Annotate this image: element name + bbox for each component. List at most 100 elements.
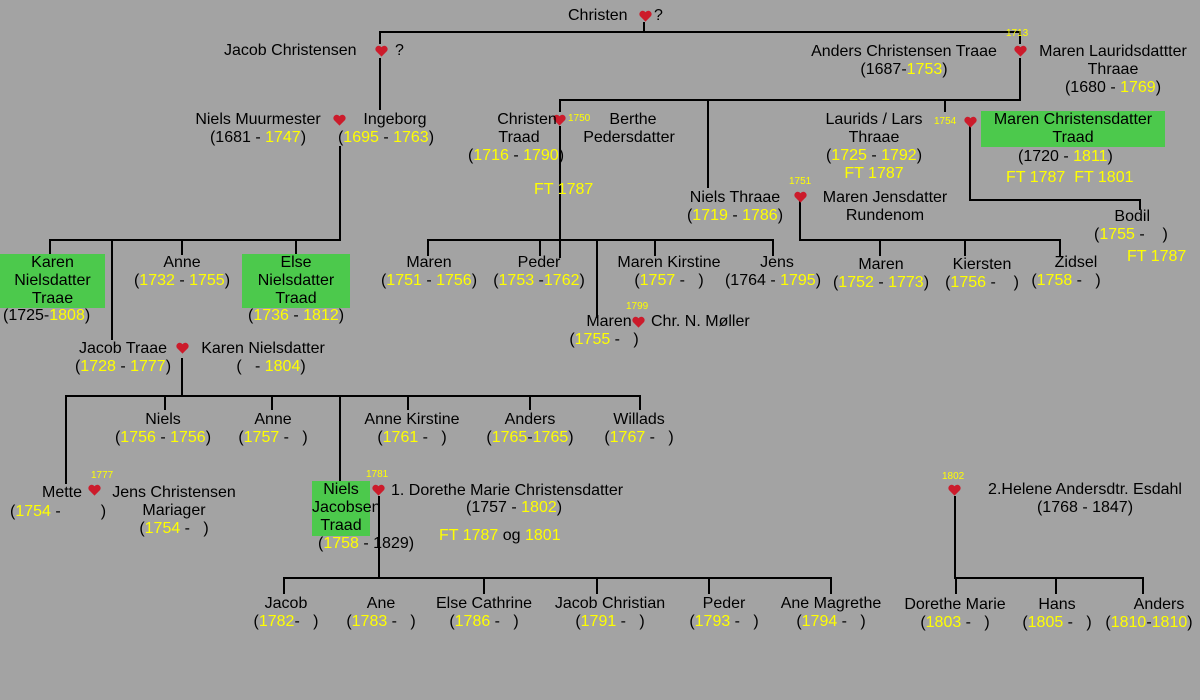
person-name: Niels Muurmester [195,111,321,128]
life-years: ( - 1804) [236,358,306,375]
person-name: Else Cathrine [435,595,533,612]
heart-icon [333,114,346,126]
person-peder: Peder (1753 -1762) [488,254,590,290]
person-name: Willads [613,411,665,428]
person-maren: Maren (1752 - 1773) [826,256,936,292]
person-name: Anne Kirstine [364,411,460,428]
person-maren: Maren (1751 - 1756) [374,254,484,290]
person-jacob-christensen: Jacob Christensen [224,42,357,60]
life-years: (1756 - ) [945,274,1019,291]
person-name: ? [654,7,663,24]
person-name: Maren Kirstine [617,254,721,271]
marriage-year: 1781 [366,469,389,480]
marriage-year: 1799 [626,301,649,312]
life-years: (1757 - ) [238,429,308,446]
person-name: ? [395,42,404,59]
person-anders: Anders (1810-1810) [1098,596,1200,632]
person-anders: Anders (1765-1765) [480,411,580,447]
heart-icon [88,484,101,496]
person-chr-n-moller: Chr. N. Møller [651,313,750,331]
life-years: (1758 - 1829) [318,535,415,552]
person-name: Traad [320,517,362,534]
person-name: Mariager [142,502,206,519]
person-name: Ingeborg [363,111,427,128]
person-dorethe-marie: Dorethe Marie (1803 - ) [896,596,1014,632]
person-name: Maren Lauridsdattter [1039,43,1187,60]
life-years: (1716 - 1790) [467,147,565,164]
life-years: (1782- ) [253,613,319,630]
person-niels-jacobsen-traad: Niels Jacobsen Traad [312,481,381,536]
person-name: Jacob Traae [78,340,168,357]
person-maren-christensdatter-traad: Maren Christensdatter Traad [981,111,1165,147]
life-years: (1752 - 1773) [832,274,930,291]
person-name: Ane Magrethe [780,595,882,612]
heart-icon [794,191,807,203]
person-name: Jacob Christensen [224,42,357,59]
life-years: (1695 - 1763) [337,129,435,146]
marriage-year: 1754 [934,116,957,127]
life-years: (1755 - ) [1094,226,1168,243]
person-karen-nielsdatter: Karen Nielsdatter ( - 1804) [190,340,336,376]
person-mette: Mette [42,484,82,502]
person-name: Rundenom [845,207,925,224]
life-years: (1725 - 1792) [825,147,923,164]
spouse-unknown: ? [654,7,663,25]
person-name: Peder [517,254,561,271]
life-years: (1754 - ) [139,520,209,537]
person-jens-christensen-mariager: Jens Christensen Mariager (1754 - ) [102,484,246,538]
person-laurids-lars-thraae: Laurids / Lars Thraae (1725 - 1792) FT 1… [818,111,930,183]
person-name: Niels [145,411,181,428]
life-years: (1728 - 1777) [74,358,172,375]
heart-icon [948,484,961,496]
person-peder: Peder (1793 - ) [680,595,768,631]
heart-icon [1014,45,1027,57]
person-name: Else [280,254,312,271]
marriage-year: 1802 [942,471,965,482]
person-zidsel: Zidsel (1758 - ) [1024,254,1108,290]
person-name: Berthe [609,111,657,128]
person-name: Dorethe Marie [904,596,1006,613]
person-helene-andersdtr-esdahl: 2.Helene Andersdtr. Esdahl (1768 - 1847) [972,481,1198,517]
person-christen-traad: Christen Traad (1716 - 1790) [463,111,569,165]
person-name: Karen [31,254,74,271]
person-name: Traae [31,290,74,307]
person-ane: Ane (1783 - ) [341,595,421,631]
life-years: (1810-1810) [1105,614,1193,631]
person-anne: Anne (1757 - ) [232,411,314,447]
person-name: Anders Christensen Traae [811,43,997,60]
heart-icon [176,342,189,354]
person-name: Chr. N. Møller [651,313,750,330]
person-ane-magrethe: Ane Magrethe (1794 - ) [772,595,890,631]
person-name: Anders [1133,596,1185,613]
person-else-nielsdatter-traad: Else Nielsdatter Traad [242,254,350,308]
person-name: Jacob [264,595,308,612]
census-note: FT 1787 og 1801 [439,527,561,544]
life-years: (1761 - ) [377,429,447,446]
person-name: Anne [163,254,201,271]
person-name: Niels Thraae [689,189,781,206]
person-name: Peder [702,595,746,612]
person-name: Traad [275,290,317,307]
marriage-year: 1713 [1006,28,1029,39]
person-name: Kiersten [952,256,1012,273]
person-name: 1. Dorethe Marie Christensdatter [391,482,624,499]
person-willads: Willads (1767 - ) [598,411,680,447]
person-maren-kirstine: Maren Kirstine (1757 - ) [606,254,732,290]
life-years: (1736 - 1812) [248,307,345,324]
census-note: FT 1787 [844,165,904,182]
person-maren-lauridsdattter: Maren Lauridsdattter Thraae (1680 - 1769… [1028,43,1198,97]
person-kiersten: Kiersten (1756 - ) [938,256,1026,292]
person-jacob: Jacob (1782- ) [246,595,326,631]
life-years: (1758 - ) [1031,272,1101,289]
life-years: (1765-1765) [486,429,574,446]
person-else-cathrine: Else Cathrine (1786 - ) [428,595,540,631]
person-maren: Maren (1755 - ) [562,313,646,349]
person-name: 2.Helene Andersdtr. Esdahl [988,481,1182,498]
life-years: (1805 - ) [1022,614,1092,631]
person-name: Maren [406,254,452,271]
person-name: Maren [586,313,632,330]
census-note: FT 1787 [1127,248,1187,265]
life-years: (1719 - 1786) [686,207,784,224]
person-name: Anne [254,411,292,428]
